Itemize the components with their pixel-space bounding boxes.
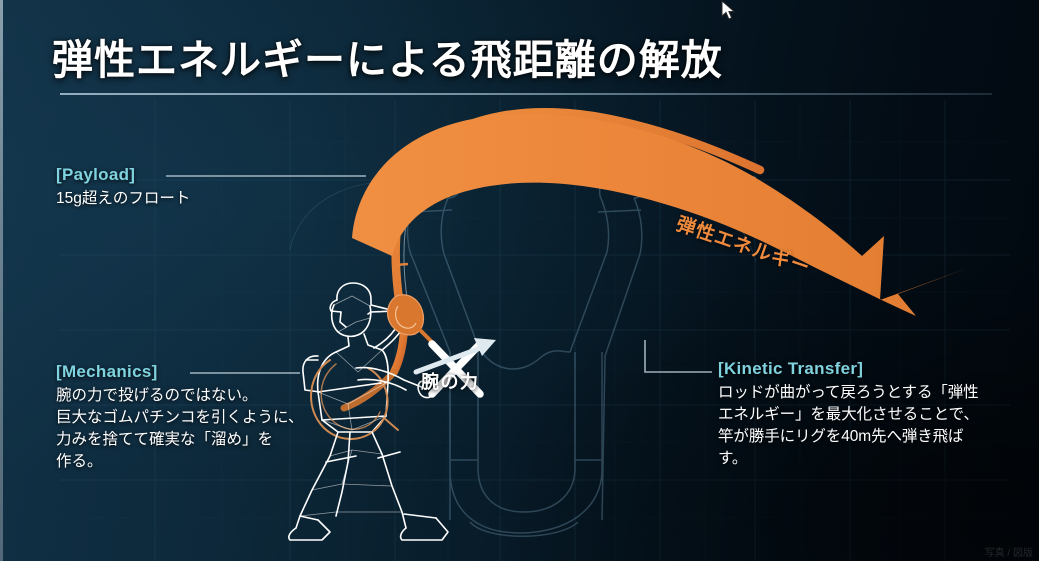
reject-arm-force-mark	[413, 338, 496, 398]
annotation-mechanics-body: 腕の力で投げるのではない。 巨大なゴムパチンコを引くように、 力みを捨てて確実な…	[56, 387, 304, 470]
elastic-energy-arrow	[352, 113, 968, 316]
annotation-payload: [Payload] 15g超えのフロート	[56, 165, 190, 210]
label-arm-force: 腕の力	[421, 372, 480, 392]
angler-figure	[288, 282, 449, 541]
annotation-kinetic-heading: [Kinetic Transfer]	[718, 359, 864, 378]
left-edge-rail	[0, 0, 3, 561]
watermark-credit: 写真 / 図版	[984, 548, 1033, 559]
mouse-cursor	[721, 0, 736, 20]
annotation-mechanics: [Mechanics] 腕の力で投げるのではない。 巨大なゴムパチンコを引くよう…	[56, 362, 304, 473]
leader-lines	[166, 175, 712, 374]
leader-kinetic	[644, 340, 712, 373]
fishing-reel	[386, 294, 434, 344]
page-title: 弾性エネルギーによる飛距離の解放	[52, 37, 723, 83]
annotation-payload-heading: [Payload]	[56, 165, 136, 184]
annotation-mechanics-heading: [Mechanics]	[56, 362, 158, 381]
annotation-payload-body: 15g超えのフロート	[56, 190, 191, 207]
title-underline	[60, 93, 992, 95]
annotation-kinetic-transfer: [Kinetic Transfer] ロッドが曲がって戻ろうとする「弾性エネルギ…	[718, 359, 990, 470]
annotation-kinetic-body: ロッドが曲がって戻ろうとする「弾性エネルギー」を最大化させることで、竿が勝手にリ…	[718, 384, 979, 467]
